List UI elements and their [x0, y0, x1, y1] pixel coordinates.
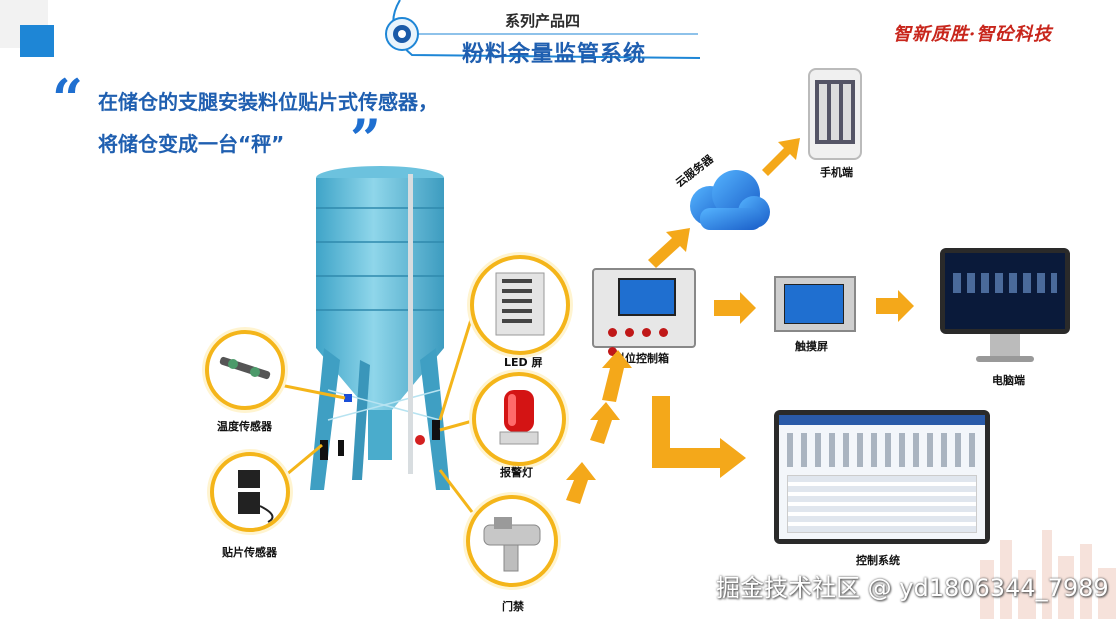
corner-blue-square: [20, 25, 54, 57]
alarm-light-icon: [472, 372, 566, 466]
control-box-label: 料位控制箱: [614, 352, 669, 365]
pc-label: 电脑端: [992, 374, 1025, 387]
pc-monitor-image: [940, 248, 1070, 334]
series-subtitle: 系列产品四: [505, 12, 581, 30]
patch-sensor-image: [210, 452, 290, 532]
touch-screen-image: [774, 276, 856, 332]
control-system-label: 控制系统: [856, 554, 900, 567]
cloud-icon: [690, 170, 770, 230]
silo-illustration: [310, 166, 450, 490]
alarm-light-label: 报警灯: [500, 466, 533, 479]
touch-screen-label: 触摸屏: [795, 340, 828, 353]
headline-line1: 在储仓的支腿安装料位贴片式传感器，: [98, 90, 438, 114]
temp-sensor-image: [205, 330, 285, 410]
control-box-image: [592, 268, 696, 356]
series-header-ornament: [385, 0, 701, 59]
mobile-phone-image: [808, 68, 862, 160]
open-quote-icon: “: [52, 67, 84, 131]
led-screen-image: [470, 255, 570, 355]
skyline-decoration: [980, 530, 1116, 619]
pc-base: [976, 356, 1034, 362]
temp-sensor-label: 温度传感器: [217, 420, 272, 433]
series-title: 粉料余量监管系统: [462, 42, 647, 67]
company-slogan: 智新质胜·智砼科技: [893, 24, 1053, 45]
watermark: 掘金技术社区 @ yd1806344_7989: [716, 574, 1109, 602]
control-system-image: [774, 410, 990, 544]
access-control-label: 门禁: [502, 600, 524, 613]
led-screen-label: LED 屏: [504, 356, 543, 369]
pc-stand: [990, 334, 1020, 358]
headline-line2: 将储仓变成一台“秤”: [98, 132, 285, 156]
patch-sensor-label: 贴片传感器: [222, 546, 277, 559]
access-control-image: [466, 495, 558, 587]
close-quote-icon: ”: [350, 107, 382, 171]
mobile-label: 手机端: [820, 166, 853, 179]
